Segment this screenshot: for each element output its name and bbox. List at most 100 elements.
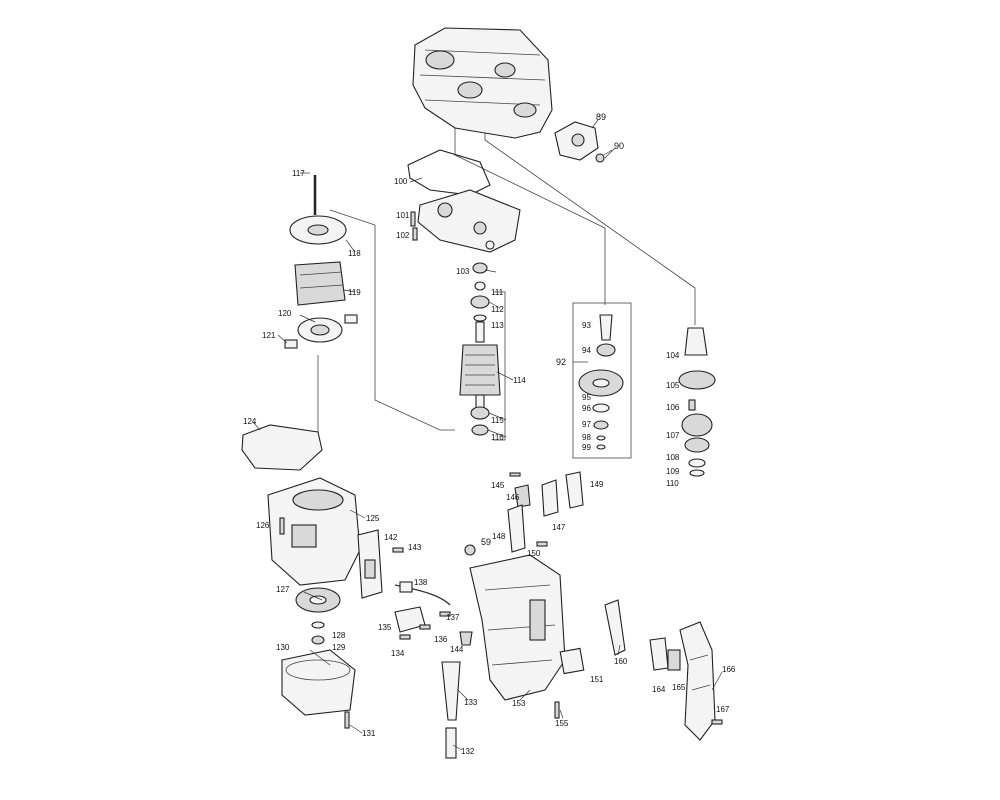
screw-126 bbox=[279, 517, 285, 535]
screw-134 bbox=[399, 634, 411, 640]
label-127: 127 bbox=[276, 585, 290, 594]
label-98: 98 bbox=[582, 433, 591, 442]
label-136: 136 bbox=[434, 635, 448, 644]
label-133: 133 bbox=[464, 698, 478, 707]
label-95: 95 bbox=[582, 393, 591, 402]
screw-167 bbox=[711, 719, 723, 725]
hammer-housing bbox=[412, 27, 553, 139]
label-160: 160 bbox=[614, 657, 628, 666]
part-labels: 89 90 100 101 102 103 111 112 113 114 11… bbox=[243, 112, 736, 756]
brush-holder-120 bbox=[297, 317, 343, 343]
label-110: 110 bbox=[666, 479, 679, 488]
leader-lines bbox=[252, 119, 723, 751]
label-109: 109 bbox=[666, 467, 680, 476]
pin-145 bbox=[509, 472, 521, 477]
part-146 bbox=[514, 484, 531, 508]
label-126: 126 bbox=[256, 521, 270, 530]
stator-119 bbox=[294, 261, 346, 306]
bottom-cover-130 bbox=[281, 649, 356, 716]
switch-165 bbox=[667, 649, 681, 671]
screws-136-137 bbox=[419, 611, 451, 630]
bearing-plate bbox=[417, 189, 521, 253]
label-90: 90 bbox=[614, 141, 624, 151]
label-102: 102 bbox=[396, 231, 410, 240]
label-118: 118 bbox=[348, 249, 361, 258]
cord-133 bbox=[441, 661, 461, 721]
label-129: 129 bbox=[332, 643, 346, 652]
label-107: 107 bbox=[666, 431, 680, 440]
label-59: 59 bbox=[481, 537, 491, 547]
label-89: 89 bbox=[596, 112, 606, 122]
screw-155 bbox=[554, 701, 560, 719]
label-104: 104 bbox=[666, 351, 680, 360]
label-100: 100 bbox=[394, 177, 408, 186]
cord-132 bbox=[445, 727, 457, 759]
label-101: 101 bbox=[396, 211, 410, 220]
label-132: 132 bbox=[461, 747, 475, 756]
label-143: 143 bbox=[408, 543, 422, 552]
nut-59 bbox=[464, 544, 476, 556]
fan-127 bbox=[295, 587, 341, 613]
label-114: 114 bbox=[513, 376, 526, 385]
label-105: 105 bbox=[666, 381, 680, 390]
label-124: 124 bbox=[243, 417, 257, 426]
housing-153 bbox=[469, 554, 566, 701]
label-97: 97 bbox=[582, 420, 591, 429]
label-103: 103 bbox=[456, 267, 470, 276]
gear-assembly-92 bbox=[578, 314, 624, 450]
screw-150 bbox=[536, 541, 548, 547]
cover-124 bbox=[241, 424, 323, 471]
label-93: 93 bbox=[582, 321, 591, 330]
label-119: 119 bbox=[348, 288, 361, 297]
label-145: 145 bbox=[491, 481, 505, 490]
label-142: 142 bbox=[384, 533, 398, 542]
label-150: 150 bbox=[527, 549, 541, 558]
handle-166 bbox=[679, 621, 716, 741]
part-148 bbox=[507, 504, 526, 553]
lead-wire-138 bbox=[394, 581, 451, 606]
label-115: 115 bbox=[491, 416, 504, 425]
seal-ring-100 bbox=[407, 149, 491, 196]
label-121: 121 bbox=[262, 331, 276, 340]
label-99: 99 bbox=[582, 443, 591, 452]
part-90-screw bbox=[595, 149, 613, 163]
label-117: 117 bbox=[292, 169, 305, 178]
gear-stack-104-110 bbox=[678, 327, 716, 477]
label-96: 96 bbox=[582, 404, 591, 413]
label-166: 166 bbox=[722, 665, 736, 674]
handle-160 bbox=[604, 599, 626, 656]
label-116: 116 bbox=[491, 433, 504, 442]
part-149 bbox=[565, 471, 584, 509]
label-147: 147 bbox=[552, 523, 566, 532]
brushes-121 bbox=[284, 314, 358, 349]
label-113: 113 bbox=[491, 321, 504, 330]
label-94: 94 bbox=[582, 346, 591, 355]
motor-housing-125 bbox=[267, 477, 361, 586]
screw-131 bbox=[344, 711, 350, 729]
label-135: 135 bbox=[378, 623, 392, 632]
label-138: 138 bbox=[414, 578, 428, 587]
label-120: 120 bbox=[278, 309, 292, 318]
label-153: 153 bbox=[512, 699, 526, 708]
assembly-guide-lines bbox=[317, 125, 696, 459]
label-128: 128 bbox=[332, 631, 346, 640]
label-111: 111 bbox=[491, 288, 504, 297]
part-89 bbox=[554, 121, 599, 161]
label-167: 167 bbox=[716, 705, 730, 714]
label-106: 106 bbox=[666, 403, 680, 412]
washers-128-129 bbox=[311, 621, 325, 645]
cord-guard-144 bbox=[459, 631, 473, 646]
label-148: 148 bbox=[492, 532, 506, 541]
label-108: 108 bbox=[666, 453, 680, 462]
label-165: 165 bbox=[672, 683, 686, 692]
part-147 bbox=[541, 479, 559, 517]
label-137: 137 bbox=[446, 613, 460, 622]
fan-baffle-118 bbox=[289, 215, 347, 245]
screw-143 bbox=[392, 547, 404, 553]
label-149: 149 bbox=[590, 480, 604, 489]
label-144: 144 bbox=[450, 645, 464, 654]
nameplate-151 bbox=[559, 647, 585, 675]
label-130: 130 bbox=[276, 643, 290, 652]
label-112: 112 bbox=[491, 305, 504, 314]
